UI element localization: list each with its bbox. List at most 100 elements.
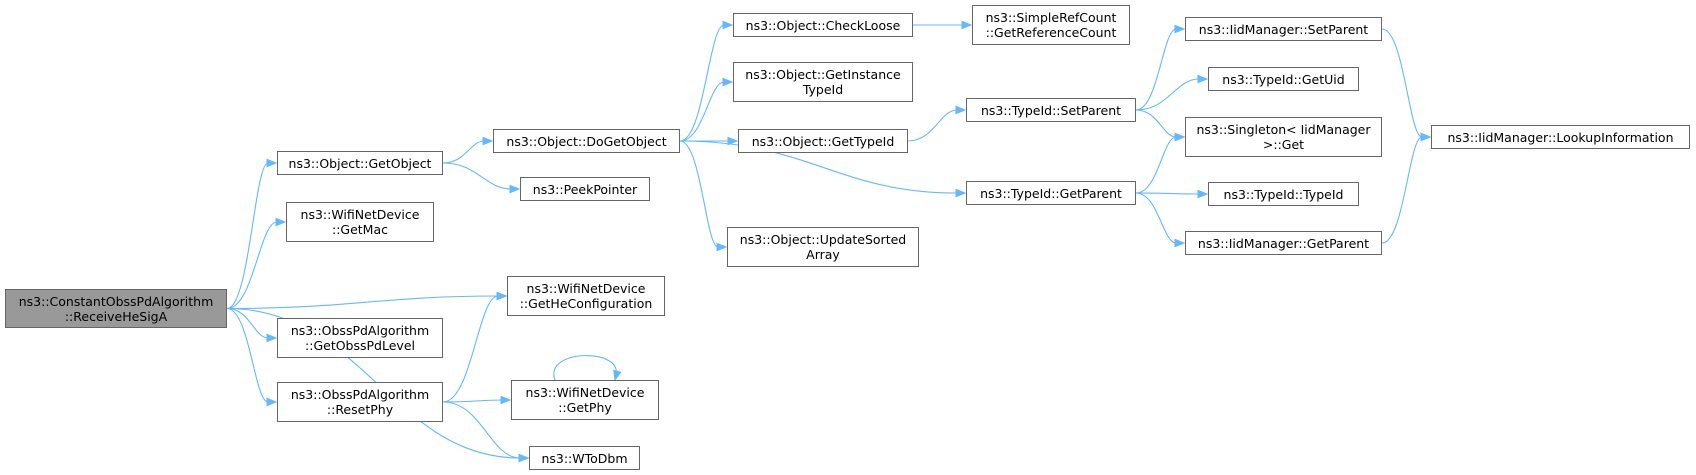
node-object-checkloose[interactable]: ns3::Object::CheckLoose: [733, 13, 913, 37]
edge-typeid_setparent-to-iidmanager_setparent: [1135, 28, 1177, 111]
node-label-line: Array: [806, 247, 840, 262]
node-label-line: ns3::ObssPdAlgorithm: [290, 323, 430, 338]
node-label-line: TypeId: [802, 82, 844, 97]
edge-receive_he_sig_a-to-obsspd_getlevel: [226, 307, 269, 339]
edge-object_gettypeid-to-typeid_setparent: [907, 109, 958, 142]
edge-arrowhead: [613, 369, 622, 382]
edge-object_dogetobject-to-typeid_getparent: [679, 140, 958, 194]
edge-arrowhead: [1174, 132, 1186, 142]
edge-arrowhead: [509, 184, 521, 194]
edge-typeid_getparent-to-typeid_typeid: [1135, 192, 1200, 195]
node-label-line: ns3::WToDbm: [541, 450, 628, 466]
node-label-line: ::GetPhy: [558, 400, 612, 415]
node-label-line: ::ReceiveHeSigA: [64, 308, 168, 324]
node-object-dogetobject[interactable]: ns3::Object::DoGetObject: [493, 129, 680, 153]
edge-arrowhead: [275, 217, 287, 227]
edge-arrowhead: [1174, 24, 1186, 34]
node-label-line: ns3::Object::DoGetObject: [506, 133, 667, 149]
node-label-line: >::Get: [1262, 137, 1305, 152]
edge-object_dogetobject-to-object_checkloose: [679, 24, 725, 142]
edge-receive_he_sig_a-to-object_getobject: [226, 162, 269, 310]
edge-typeid_getparent-to-iidmanager_getparent: [1135, 192, 1177, 244]
edge-arrowhead: [518, 453, 530, 463]
edge-object_dogetobject-to-object_getinstancetypeid: [679, 81, 725, 142]
edge-receive_he_sig_a-to-wifinetdevice_getmac: [226, 221, 278, 310]
node-wifinetdevice-gethe[interactable]: ns3::WifiNetDevice ::GetHeConfiguration: [507, 276, 665, 316]
edge-iidmanager_getparent-to-iidmanager_lookupinformation: [1381, 136, 1423, 244]
node-wtodbm[interactable]: ns3::WToDbm: [529, 446, 640, 470]
edge-arrowhead: [716, 242, 728, 252]
node-typeid-getuid[interactable]: ns3::TypeId::GetUid: [1208, 67, 1359, 91]
edge-arrowhead: [1420, 132, 1432, 142]
node-label-line: ns3::ObssPdAlgorithm: [290, 387, 430, 402]
node-label-line: ns3::WifiNetDevice: [300, 207, 420, 222]
node-label-line: ns3::SimpleRefCount: [985, 10, 1117, 25]
node-label-line: ns3::IidManager::SetParent: [1198, 21, 1369, 37]
edge-arrowhead: [482, 136, 494, 146]
node-receive-he-sig-a: ns3::ConstantObssPdAlgorithm ::ReceiveHe…: [5, 289, 227, 328]
node-typeid-getparent[interactable]: ns3::TypeId::GetParent: [966, 181, 1136, 205]
edge-arrowhead: [722, 77, 734, 87]
node-label-line: ::ResetPhy: [326, 402, 394, 417]
edge-receive_he_sig_a-to-obsspd_resetphy: [226, 307, 269, 403]
edge-arrowhead: [961, 20, 973, 30]
node-label-line: ns3::WifiNetDevice: [526, 281, 646, 296]
node-object-updatesortedarray[interactable]: ns3::Object::UpdateSorted Array: [727, 227, 919, 267]
node-iidmanager-getparent[interactable]: ns3::IidManager::GetParent: [1185, 231, 1382, 255]
node-object-getobject[interactable]: ns3::Object::GetObject: [277, 151, 443, 175]
node-wifinetdevice-getmac[interactable]: ns3::WifiNetDevice ::GetMac: [286, 202, 434, 242]
node-typeid-setparent[interactable]: ns3::TypeId::SetParent: [966, 98, 1136, 122]
node-label-line: ns3::PeekPointer: [532, 181, 638, 197]
edge-typeid_setparent-to-typeid_getuid: [1135, 78, 1200, 111]
edge-object_dogetobject-to-object_updatesortedarray: [679, 140, 719, 248]
edge-obsspd_resetphy-to-wifinetdevice_getphy: [442, 399, 503, 403]
node-typeid-typeid[interactable]: ns3::TypeId::TypeId: [1208, 182, 1359, 206]
node-label-line: ns3::Object::GetInstance: [745, 67, 901, 82]
node-label-line: ns3::WifiNetDevice: [525, 385, 645, 400]
node-obsspd-resetphy[interactable]: ns3::ObssPdAlgorithm ::ResetPhy: [277, 382, 443, 422]
edge-arrowhead: [500, 395, 512, 405]
node-label-line: ns3::TypeId::SetParent: [980, 102, 1122, 118]
edge-typeid_setparent-to-singleton_get: [1135, 109, 1177, 138]
node-label-line: ns3::TypeId::GetUid: [1222, 71, 1345, 87]
edge-arrowhead: [727, 136, 739, 146]
edge-arrowhead: [1174, 238, 1186, 248]
node-iidmanager-lookupinformation[interactable]: ns3::IidManager::LookupInformation: [1431, 125, 1690, 149]
node-label-line: ::GetObssPdLevel: [305, 338, 415, 353]
node-object-getinstancetypeid[interactable]: ns3::Object::GetInstance TypeId: [733, 62, 913, 102]
edge-arrowhead: [266, 333, 278, 343]
edge-obsspd_resetphy-to-wifinetdevice_gethe: [442, 295, 499, 403]
edge-iidmanager_setparent-to-iidmanager_lookupinformation: [1381, 28, 1423, 138]
node-iidmanager-setparent[interactable]: ns3::IidManager::SetParent: [1185, 17, 1382, 41]
node-object-gettypeid[interactable]: ns3::Object::GetTypeId: [738, 129, 908, 153]
edge-wifinetdevice_getphy-to-wifinetdevice_getphy: [553, 355, 617, 381]
edge-arrowhead: [496, 291, 508, 301]
edge-object_getobject-to-peekpointer: [442, 162, 512, 190]
node-label-line: ns3::Object::GetTypeId: [751, 133, 895, 149]
edge-typeid_getparent-to-singleton_get: [1135, 136, 1177, 194]
edge-arrowhead: [1197, 74, 1209, 84]
node-wifinetdevice-getphy[interactable]: ns3::WifiNetDevice ::GetPhy: [511, 380, 659, 420]
node-peekpointer[interactable]: ns3::PeekPointer: [520, 177, 650, 201]
edge-arrowhead: [955, 105, 967, 115]
edge-arrowhead: [1197, 189, 1209, 199]
node-label-line: ::GetReferenceCount: [985, 25, 1117, 40]
node-singleton-get[interactable]: ns3::Singleton< IidManager >::Get: [1185, 117, 1382, 157]
edge-arrowhead: [266, 397, 278, 407]
node-simplerefcount-getrefcount[interactable]: ns3::SimpleRefCount ::GetReferenceCount: [972, 5, 1130, 45]
node-label-line: ns3::Object::UpdateSorted: [739, 232, 907, 247]
edge-arrowhead: [722, 20, 734, 30]
edge-receive_he_sig_a-to-wifinetdevice_gethe: [226, 295, 499, 310]
edge-arrowhead: [266, 158, 278, 168]
node-label-line: ns3::Singleton< IidManager: [1196, 122, 1371, 137]
node-label-line: ::GetMac: [331, 222, 389, 237]
node-label-line: ns3::Object::CheckLoose: [745, 17, 901, 33]
node-label-line: ns3::IidManager::GetParent: [1197, 235, 1370, 251]
node-label-line: ns3::TypeId::GetParent: [980, 185, 1122, 201]
edge-arrowhead: [955, 188, 967, 198]
node-label-line: ns3::Object::GetObject: [288, 155, 432, 171]
node-obsspd-getlevel[interactable]: ns3::ObssPdAlgorithm ::GetObssPdLevel: [277, 318, 443, 358]
node-label-line: ::GetHeConfiguration: [519, 296, 653, 311]
